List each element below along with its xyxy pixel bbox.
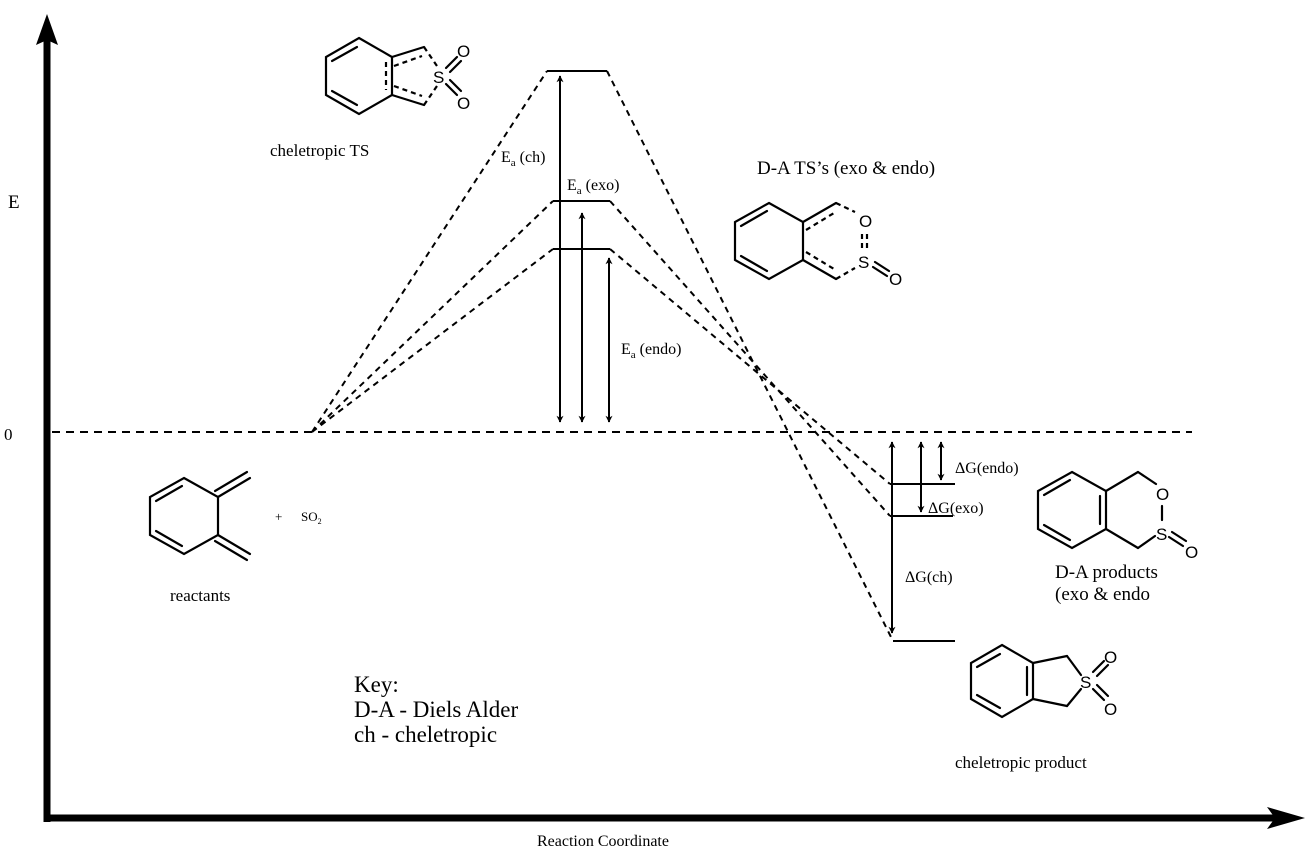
key-item-ch: ch - cheletropic [354,722,497,747]
label-reactants: reactants [170,586,230,605]
molecule-reactants [148,470,252,562]
plus-sign: + [275,509,282,524]
atom-o: O [889,270,902,289]
path-endo-fall [609,248,891,485]
atom-o: O [859,212,872,231]
key-legend: Key: D-A - Diels Alder ch - cheletropic [354,672,519,747]
atom-s: S [858,253,869,272]
label-ea-exo: Ea (exo) [567,177,619,197]
zero-label: 0 [4,425,13,444]
atom-o: O [457,42,470,61]
atom-o: O [1104,700,1117,719]
atom-s: S [1080,673,1091,692]
x-axis-label: Reaction Coordinate [537,833,669,850]
path-exo-fall [609,200,891,517]
label-dg-exo: ΔG(exo) [928,500,984,517]
atom-s: S [433,68,444,87]
y-axis-arrowhead-icon [36,14,58,45]
path-ch-rise [311,70,548,433]
label-da-products-line2: (exo & endo [1055,584,1150,605]
path-ch-fall [606,70,894,642]
label-da-ts: D-A TS’s (exo & endo) [757,158,935,179]
y-axis-label: E [8,192,20,213]
molecule-cheletropic-product: S O O [969,643,1117,719]
key-title: Key: [354,672,399,697]
x-axis-arrowhead-icon [1267,807,1305,829]
label-cheletropic-product: cheletropic product [955,753,1087,772]
atom-o: O [1156,485,1169,504]
molecule-da-products: O S O [1036,470,1198,562]
label-dg-endo: ΔG(endo) [955,460,1019,477]
atom-o: O [1185,543,1198,562]
label-ea-endo: Ea (endo) [621,341,681,361]
path-endo-rise [311,248,554,433]
atom-o: O [1104,648,1117,667]
key-item-da: D-A - Diels Alder [354,697,519,722]
atom-o: O [457,94,470,113]
atom-s: S [1156,525,1167,544]
y-axis [36,14,58,822]
label-da-products-line1: D-A products [1055,562,1158,583]
so2-formula: SO2 [301,509,322,526]
path-exo-rise [311,200,554,433]
x-axis [44,807,1305,829]
molecule-cheletropic-ts: S O O [324,36,470,116]
label-dg-ch: ΔG(ch) [905,569,953,586]
label-ea-ch: Ea (ch) [501,149,545,169]
molecule-da-ts: O S O [733,201,902,289]
label-cheletropic-ts: cheletropic TS [270,141,369,160]
